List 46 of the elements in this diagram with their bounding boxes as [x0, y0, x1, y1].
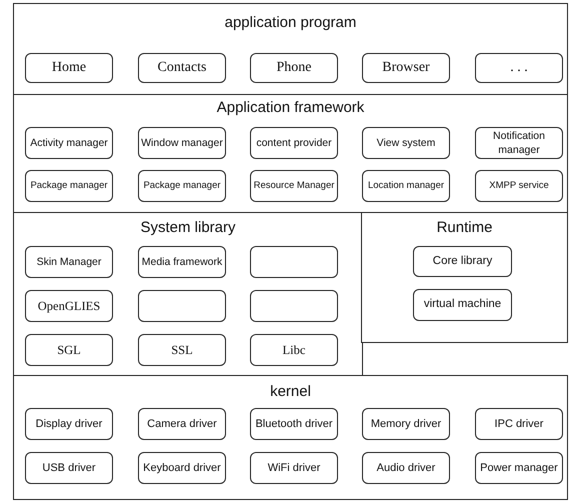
component-box: SSL: [138, 334, 226, 366]
layer-panel: [13, 212, 363, 376]
layer-panel: [13, 375, 568, 500]
component-box: virtual machine: [413, 289, 512, 321]
layer-heading: System library: [139, 219, 237, 236]
layer-heading: Runtime: [436, 219, 494, 236]
layer-heading: kernel: [269, 383, 312, 400]
component-box: content provider: [250, 127, 338, 159]
component-box: Package manager: [138, 170, 226, 202]
component-box: WiFi driver: [250, 452, 338, 484]
layer-panel: [13, 94, 568, 213]
component-box: Power manager: [475, 452, 563, 484]
component-box: Libc: [250, 334, 338, 366]
component-box: SGL: [25, 334, 113, 366]
component-box: Memory driver: [362, 408, 450, 440]
layer-heading: Application framework: [216, 99, 366, 116]
component-box: View system: [362, 127, 450, 159]
layer-heading: application program: [224, 14, 358, 31]
layer-panel: [13, 3, 568, 95]
component-box: Contacts: [138, 53, 226, 83]
component-box: Camera driver: [138, 408, 226, 440]
component-box: Display driver: [25, 408, 113, 440]
component-box: Core library: [413, 246, 512, 277]
empty-box: [138, 290, 226, 322]
empty-box: [250, 290, 338, 322]
component-box: Notification manager: [475, 127, 563, 159]
component-box: Keyboard driver: [138, 452, 226, 484]
component-box: Location manager: [362, 170, 450, 202]
component-box: Package manager: [25, 170, 113, 202]
component-box: OpenGLIES: [25, 290, 113, 322]
component-box: XMPP service: [475, 170, 563, 202]
component-box: Bluetooth driver: [250, 408, 338, 440]
empty-box: [250, 246, 338, 278]
component-box: Home: [25, 53, 113, 83]
component-box: Resource Manager: [250, 170, 338, 202]
component-box: IPC driver: [475, 408, 563, 440]
layer-panel: [361, 212, 568, 343]
component-box: Phone: [250, 53, 338, 83]
component-box: Browser: [362, 53, 450, 83]
component-box: . . .: [475, 53, 563, 83]
component-box: Window manager: [138, 127, 226, 159]
component-box: Activity manager: [25, 127, 113, 159]
component-box: Media framework: [138, 246, 226, 278]
component-box: Audio driver: [362, 452, 450, 484]
component-box: USB driver: [25, 452, 113, 484]
component-box: Skin Manager: [25, 246, 113, 278]
